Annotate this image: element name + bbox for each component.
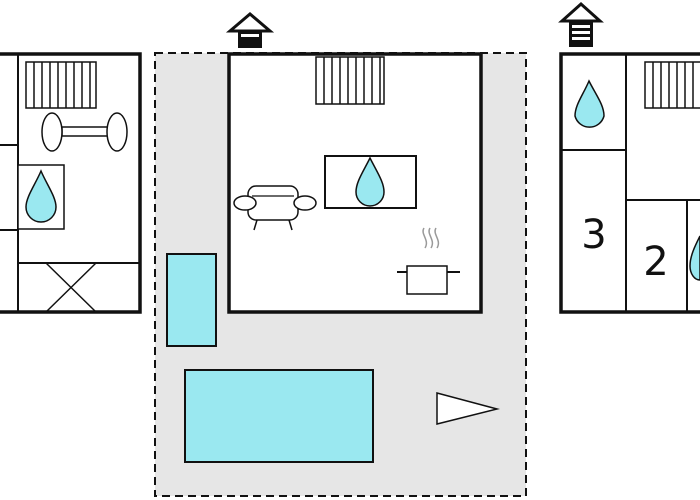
paddling-pool-icon (166, 253, 217, 347)
swimming-pool-icon (184, 369, 374, 463)
dumbbell-icon (41, 112, 128, 152)
water-drop-icon (324, 155, 417, 209)
house-icon (558, 1, 604, 47)
water-drop-icon (17, 164, 65, 230)
radiator-icon (315, 56, 385, 105)
water-drop-icon (689, 235, 700, 281)
sofa-icon (233, 185, 317, 231)
room-number-bedroom-left: 3 (581, 212, 606, 258)
house-icon (225, 12, 275, 48)
radiator-icon (644, 61, 700, 109)
cooking-pot-icon (397, 227, 460, 295)
direction-arrow-icon (436, 392, 500, 425)
right-building: 3 2 (558, 1, 700, 314)
room-number-bedroom-right: 2 (643, 239, 668, 285)
water-drop-icon (574, 79, 605, 128)
radiator-icon (25, 61, 97, 109)
left-building (0, 52, 142, 314)
stairs-icon (45, 262, 97, 313)
center-building (225, 12, 483, 314)
